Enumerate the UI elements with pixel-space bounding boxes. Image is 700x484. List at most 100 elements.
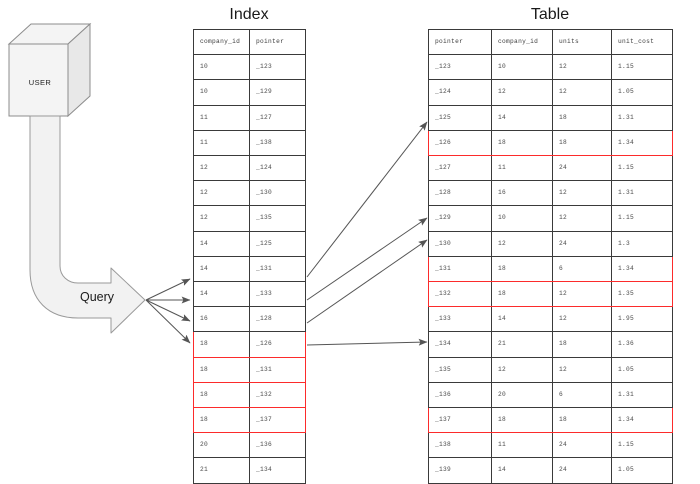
index-cell-company_id: 11 — [193, 104, 250, 131]
table-cell-unit_cost: 1.15 — [611, 155, 673, 182]
index-row: 12_124 — [193, 155, 306, 182]
table-cell-pointer: _135 — [428, 356, 492, 383]
index-cell-pointer: _124 — [249, 155, 306, 182]
index-cell-company_id: 18 — [193, 331, 250, 358]
table-cell-company_id: 10 — [491, 54, 553, 81]
index-cell-pointer: _135 — [249, 205, 306, 232]
index-row: 14_125 — [193, 230, 306, 257]
index-cell-pointer: _125 — [249, 230, 306, 257]
index-row: 14_133 — [193, 281, 306, 308]
index-cell-pointer: _129 — [249, 79, 306, 106]
table-cell-company_id: 11 — [491, 155, 553, 182]
table-cell-pointer: _123 — [428, 54, 492, 81]
table-column-header-unit_cost: unit_cost — [611, 28, 673, 56]
index-cell-pointer: _127 — [249, 104, 306, 131]
index-row: 18_131 — [193, 356, 306, 383]
pointer-arrow-137 — [306, 338, 428, 346]
index-to-table-arrows — [306, 121, 428, 346]
table-cell-unit_cost: 1.15 — [611, 205, 673, 232]
table-cell-unit_cost: 1.05 — [611, 79, 673, 106]
index-cell-company_id: 10 — [193, 54, 250, 81]
index-cell-company_id: 18 — [193, 381, 250, 409]
table-cell-unit_cost: 1.31 — [611, 104, 673, 131]
index-row: 20_136 — [193, 432, 306, 459]
table-cell-unit_cost: 1.3 — [611, 230, 673, 257]
table-cell-unit_cost: 1.36 — [611, 331, 673, 358]
table-cell-units: 18 — [552, 104, 612, 131]
table-cell-company_id: 18 — [491, 129, 553, 157]
table-cell-company_id: 14 — [491, 104, 553, 131]
table-cell-pointer: _127 — [428, 155, 492, 182]
pointer-arrow-126 — [306, 121, 428, 278]
index-cell-company_id: 11 — [193, 129, 250, 157]
index-cell-pointer: _136 — [249, 432, 306, 459]
table-cell-company_id: 14 — [491, 457, 553, 484]
table-cell-company_id: 12 — [491, 79, 553, 106]
table-cell-pointer: _129 — [428, 205, 492, 232]
query-arrow-3 — [145, 299, 191, 322]
index-row: 10_123 — [193, 54, 306, 81]
table-cell-units: 12 — [552, 356, 612, 383]
index-column-header-pointer: pointer — [249, 28, 306, 56]
index-cell-pointer: _138 — [249, 129, 306, 157]
query-block-arrow — [29, 115, 146, 334]
table-cell-company_id: 21 — [491, 331, 553, 358]
index-cell-pointer: _126 — [249, 331, 306, 358]
index-cell-pointer: _131 — [249, 255, 306, 283]
index-cell-company_id: 14 — [193, 255, 250, 283]
table-cell-pointer: _124 — [428, 79, 492, 106]
table-cell-units: 24 — [552, 230, 612, 257]
table-cell-company_id: 12 — [491, 356, 553, 383]
table-cell-company_id: 14 — [491, 306, 553, 333]
index-cell-company_id: 14 — [193, 281, 250, 308]
table-cell-pointer: _133 — [428, 306, 492, 333]
table-title: Table — [530, 6, 570, 23]
table-cell-company_id: 18 — [491, 281, 553, 308]
table-cell-units: 24 — [552, 457, 612, 484]
index-cell-pointer: _132 — [249, 381, 306, 409]
index-cell-company_id: 18 — [193, 356, 250, 383]
table-cell-units: 12 — [552, 281, 612, 308]
index-row: 18_126 — [193, 331, 306, 358]
table-cell-unit_cost: 1.15 — [611, 54, 673, 81]
index-title: Index — [229, 6, 269, 23]
pointer-arrow-131 — [306, 217, 428, 301]
table-cell-units: 6 — [552, 255, 612, 283]
table-cell-units: 12 — [552, 54, 612, 81]
table-cell-unit_cost: 1.05 — [611, 356, 673, 383]
table-cell-units: 18 — [552, 331, 612, 358]
index-row: 18_132 — [193, 381, 306, 409]
table-cell-units: 24 — [552, 432, 612, 459]
index-cell-pointer: _131 — [249, 356, 306, 383]
table-cell-pointer: _130 — [428, 230, 492, 257]
index-cell-company_id: 12 — [193, 155, 250, 182]
index-row: 16_128 — [193, 306, 306, 333]
index-cell-company_id: 16 — [193, 306, 250, 333]
table-cell-unit_cost: 1.05 — [611, 457, 673, 484]
index-row: 10_129 — [193, 79, 306, 106]
table-cell-pointer: _128 — [428, 180, 492, 207]
table-cell-unit_cost: 1.95 — [611, 306, 673, 333]
index-row: 21_134 — [193, 457, 306, 484]
table-cell-pointer: _138 — [428, 432, 492, 459]
table-cell-pointer: _134 — [428, 331, 492, 358]
table-cell-company_id: 10 — [491, 205, 553, 232]
table-cell-company_id: 12 — [491, 230, 553, 257]
index-cell-company_id: 14 — [193, 230, 250, 257]
index-row: 11_138 — [193, 129, 306, 157]
table-cell-pointer: _139 — [428, 457, 492, 484]
index-cell-company_id: 21 — [193, 457, 250, 484]
